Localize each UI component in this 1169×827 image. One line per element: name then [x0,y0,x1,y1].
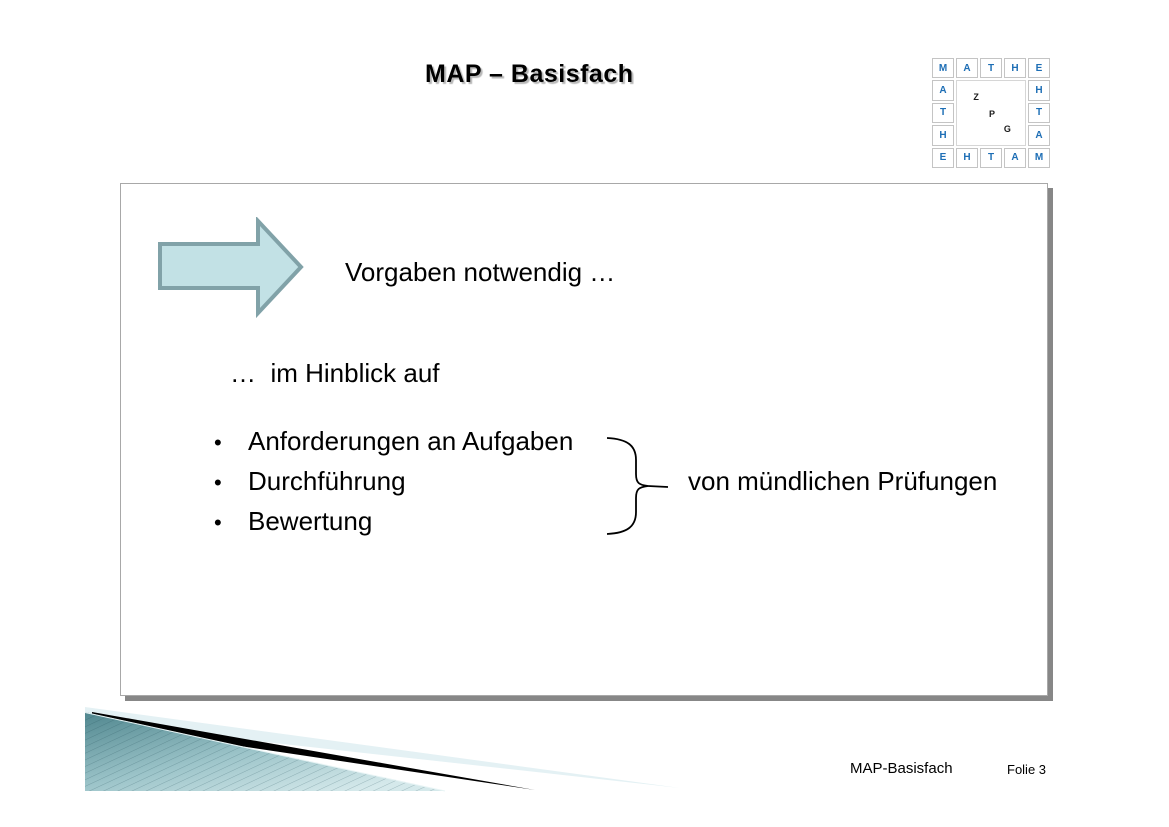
logo-cell: M [932,58,954,79]
block-arrow-icon [158,217,304,319]
decor-black-triangle [92,712,535,790]
logo-cell: H [932,125,954,146]
logo-center-letter: P [988,108,995,119]
intro-text: … im Hinblick auf [230,358,440,388]
brace-target-text: von mündlichen Prüfungen [688,466,998,496]
logo-cell: A [1028,125,1050,146]
bullet-text: Durchführung [248,466,406,496]
logo-center-panel: Z P G [956,80,1026,146]
logo-cell: A [1004,147,1026,168]
logo-cell: A [956,58,978,79]
brace-pointer-line [647,485,669,488]
brace-path [606,437,649,535]
logo-cell: T [932,102,954,124]
slide-number: Folie 3 [1007,762,1047,777]
bullet-marker: • [214,430,222,455]
bullet-item: • Durchführung [214,466,573,506]
bullet-marker: • [214,510,222,535]
logo-cell: T [980,147,1002,168]
corner-decoration [84,707,680,792]
logo-center-letter: Z [973,91,979,102]
brace-icon [606,437,669,535]
logo-cell: T [1028,102,1050,124]
logo-cell: H [1004,58,1026,79]
logo-cell: H [956,147,978,168]
arrow-caption: Vorgaben notwendig … [345,257,616,287]
mathe-zpg-logo: M A T H E A Z P G H T T H A E H T A M [932,58,1050,168]
block-arrow-shape [158,217,304,319]
bullet-text: Anforderungen an Aufgaben [248,426,574,456]
logo-cell: M [1028,147,1050,168]
logo-center-letter: G [1003,123,1011,134]
footer-title: MAP-Basisfach [850,760,953,777]
bullet-text: Bewertung [248,506,373,536]
bullet-list: • Anforderungen an Aufgaben • Durchführu… [214,426,573,546]
logo-cell: E [932,147,954,168]
slide-title: MAP – Basisfach [425,60,634,88]
logo-cell: H [1028,80,1050,101]
decor-pale-triangle [85,707,680,788]
logo-cell: A [932,80,954,101]
bullet-item: • Anforderungen an Aufgaben [214,426,573,466]
bullet-item: • Bewertung [214,506,573,546]
decor-edge-highlight [84,712,446,792]
logo-cell: E [1028,58,1050,79]
bullet-marker: • [214,470,222,495]
logo-cell: T [980,58,1002,79]
